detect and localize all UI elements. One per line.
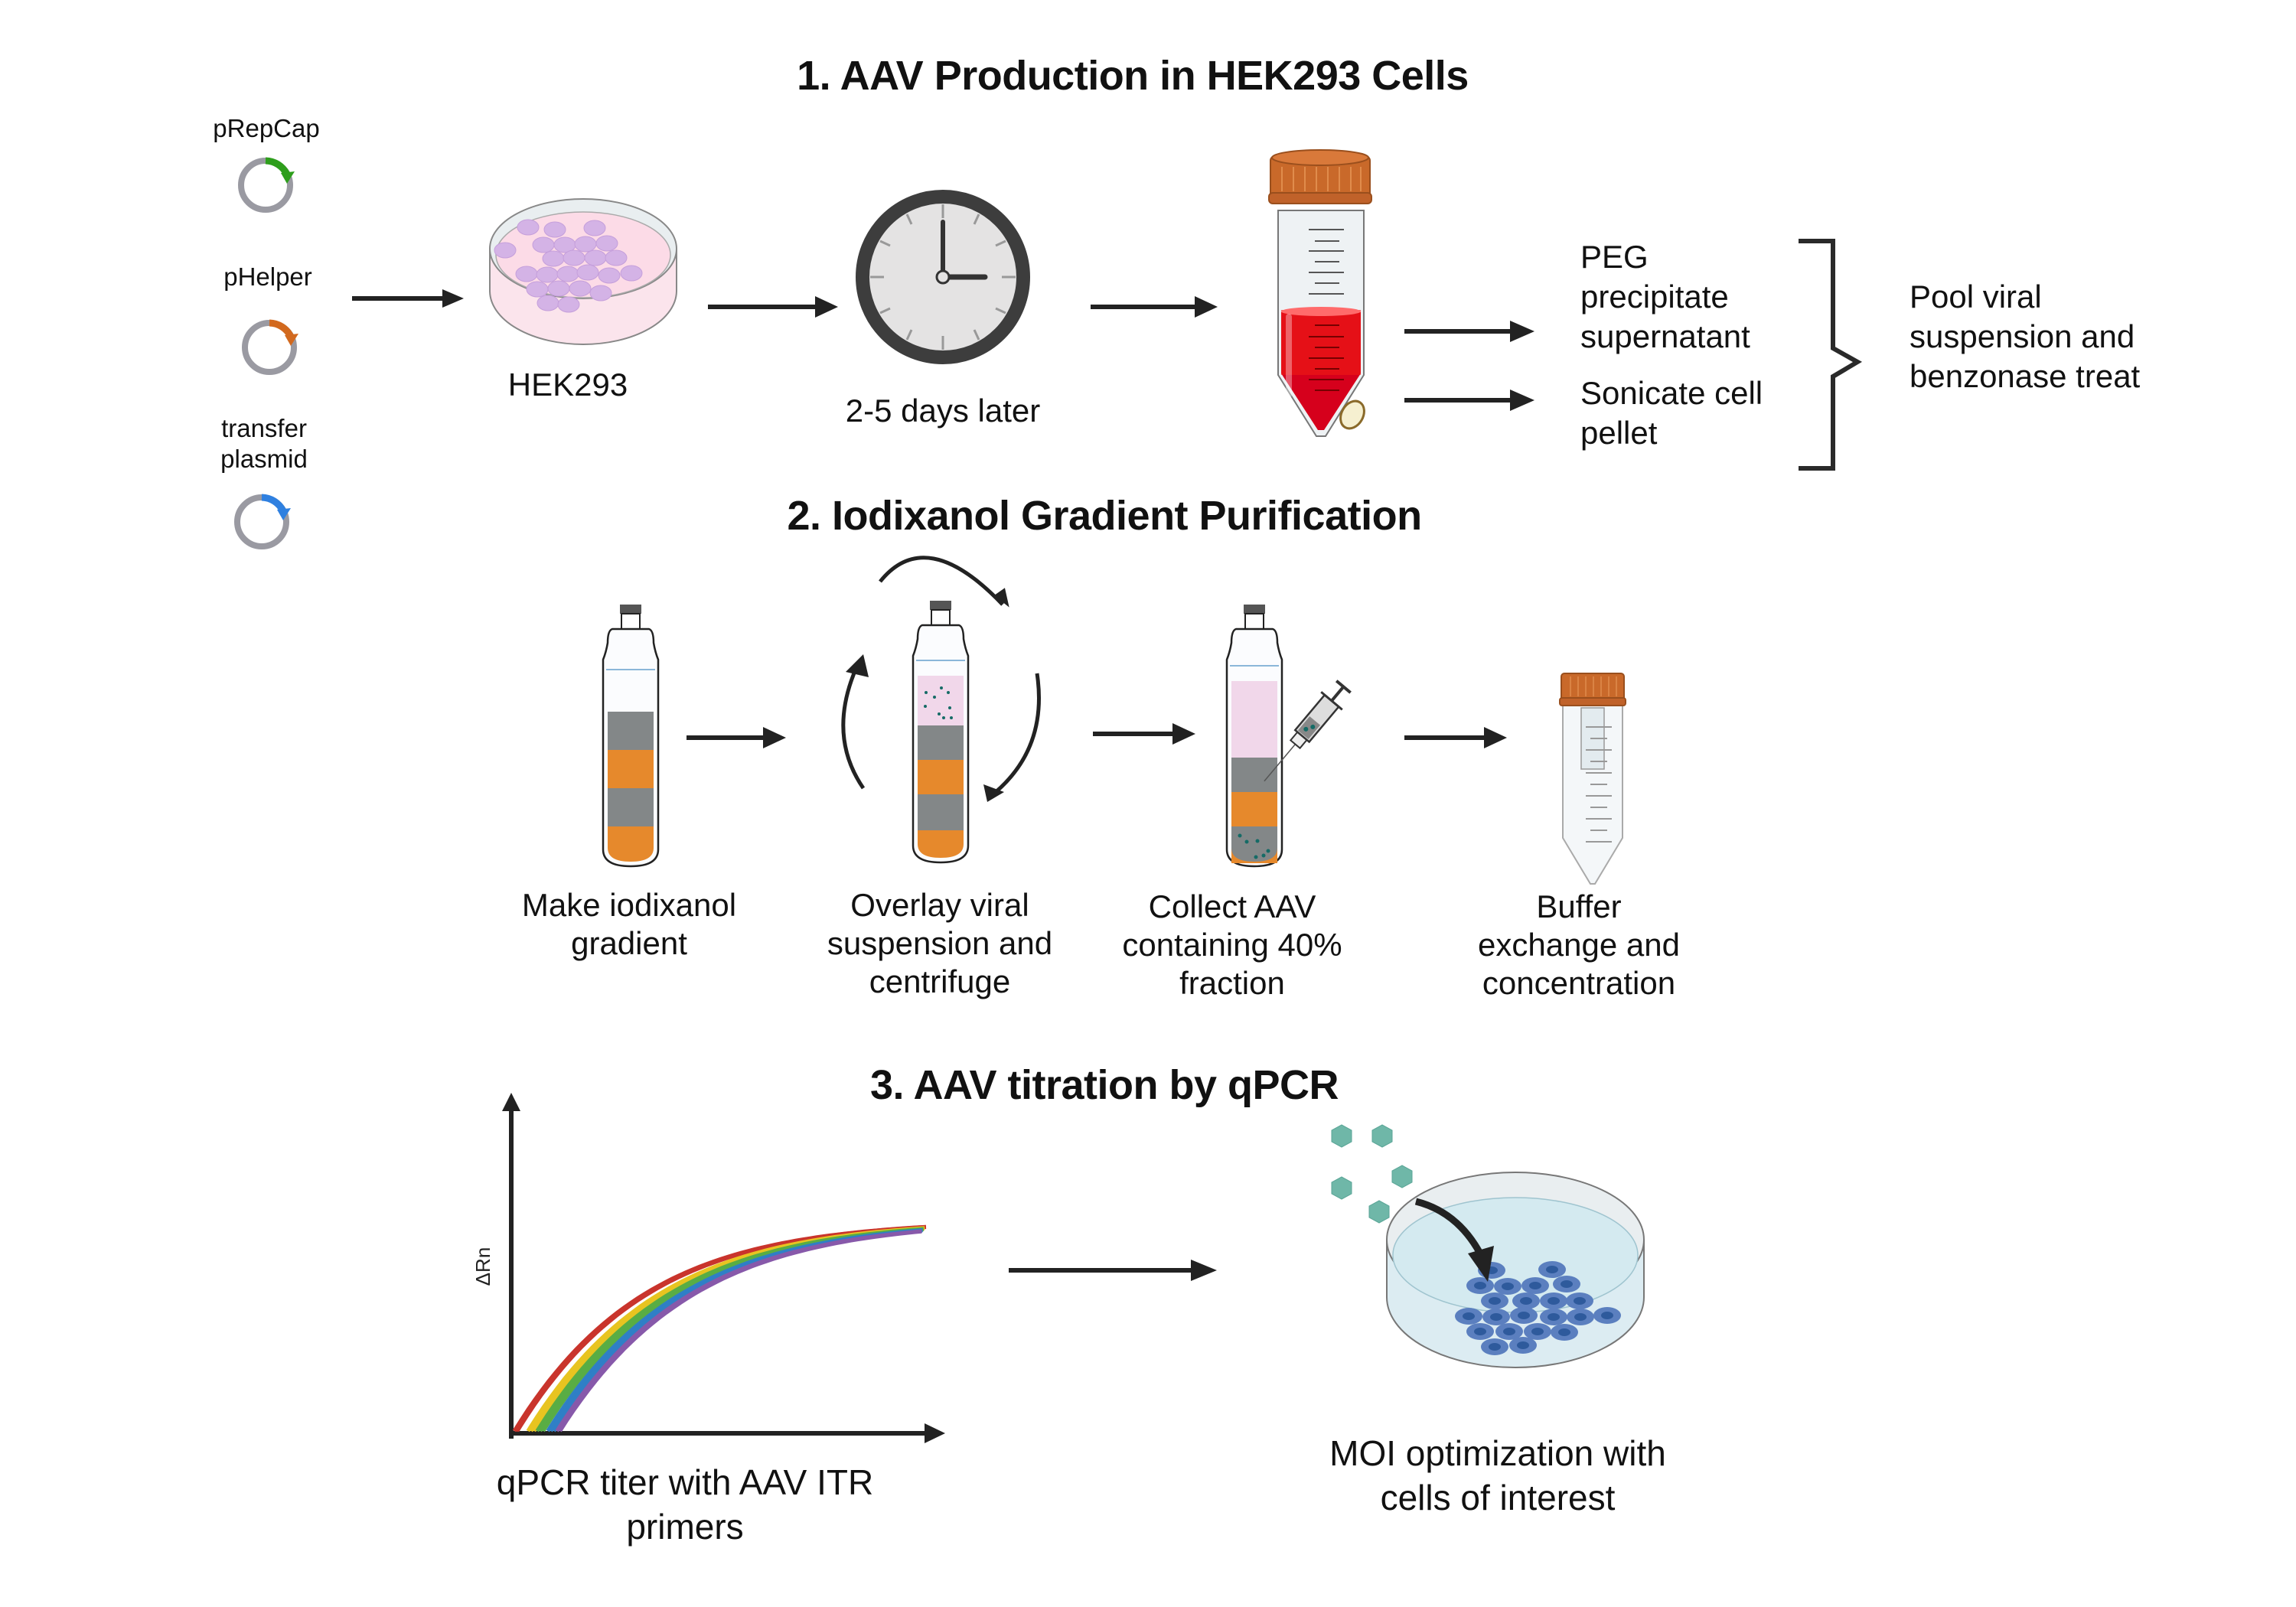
section-3-title: 3. AAV titration by qPCR	[869, 1062, 1339, 1108]
moi-label: MOI optimization with cells of interest	[1329, 1433, 1666, 1517]
step-label-overlay: Overlay viral suspension and centrifuge	[827, 887, 1053, 999]
x-axis-arrowhead	[925, 1423, 945, 1443]
qpcr-amplification-chart: ΔRn	[471, 1093, 945, 1443]
plasmid-transfer-icon	[234, 494, 291, 549]
bracket-icon	[1799, 239, 1862, 471]
arrow-right-icon	[1404, 390, 1534, 411]
plasmid-prepcap-icon	[238, 157, 295, 213]
peg-text: PEG precipitate supernatant	[1580, 239, 1750, 354]
qpcr-label: qPCR titer with AAV ITR primers	[496, 1462, 874, 1547]
step-label-collect: Collect AAV containing 40% fraction	[1122, 888, 1342, 1001]
arrow-right-icon	[1009, 1260, 1217, 1281]
centrifuge-rotation-icon	[841, 556, 1041, 802]
y-axis-arrowhead	[502, 1093, 520, 1111]
clock-icon	[856, 190, 1030, 364]
plasmid-label-transfer: transfer plasmid	[220, 414, 308, 473]
section-1-title: 1. AAV Production in HEK293 Cells	[797, 53, 1469, 99]
aav-particle-icon	[1391, 1165, 1413, 1188]
collection-tube-icon	[1225, 605, 1352, 868]
step-label-buffer: Buffer exchange and concentration	[1478, 888, 1680, 1001]
overlay-tube-icon	[912, 601, 970, 864]
conical-tube-media-icon	[1268, 149, 1372, 437]
aav-particle-icon	[1368, 1200, 1390, 1224]
clock-label: 2-5 days later	[845, 393, 1041, 429]
arrow-right-icon	[1091, 296, 1218, 318]
arrow-right-icon	[687, 727, 786, 748]
gradient-tube-icon	[602, 605, 660, 868]
plasmid-label-phelper: pHelper	[223, 262, 312, 291]
aav-particle-icon	[1331, 1176, 1352, 1200]
step-label-make-gradient: Make iodixanol gradient	[521, 887, 737, 961]
arrow-right-icon	[1093, 723, 1195, 745]
arrow-right-icon	[352, 289, 464, 308]
arrow-right-icon	[708, 296, 838, 318]
aav-transduction-dish-icon	[1331, 1124, 1645, 1368]
arrow-right-icon	[1404, 727, 1507, 748]
arrow-right-icon	[1404, 321, 1534, 342]
aav-particle-icon	[1331, 1124, 1352, 1148]
concentrator-tube-icon	[1559, 673, 1626, 885]
sonicate-text: Sonicate cell pellet	[1580, 375, 1763, 451]
y-axis-label: ΔRn	[471, 1247, 494, 1286]
hek293-label: HEK293	[507, 367, 628, 403]
plasmid-label-prepcap: pRepCap	[213, 114, 320, 142]
curve-purple-2	[558, 1229, 922, 1433]
pool-text: Pool viral suspension and benzonase trea…	[1910, 279, 2141, 394]
aav-particle-icon	[1371, 1124, 1393, 1148]
plasmid-phelper-icon	[242, 319, 298, 375]
petri-dish-hek293-icon	[489, 198, 677, 345]
section-2-title: 2. Iodixanol Gradient Purification	[787, 493, 1422, 539]
amplification-curves	[512, 1224, 927, 1433]
